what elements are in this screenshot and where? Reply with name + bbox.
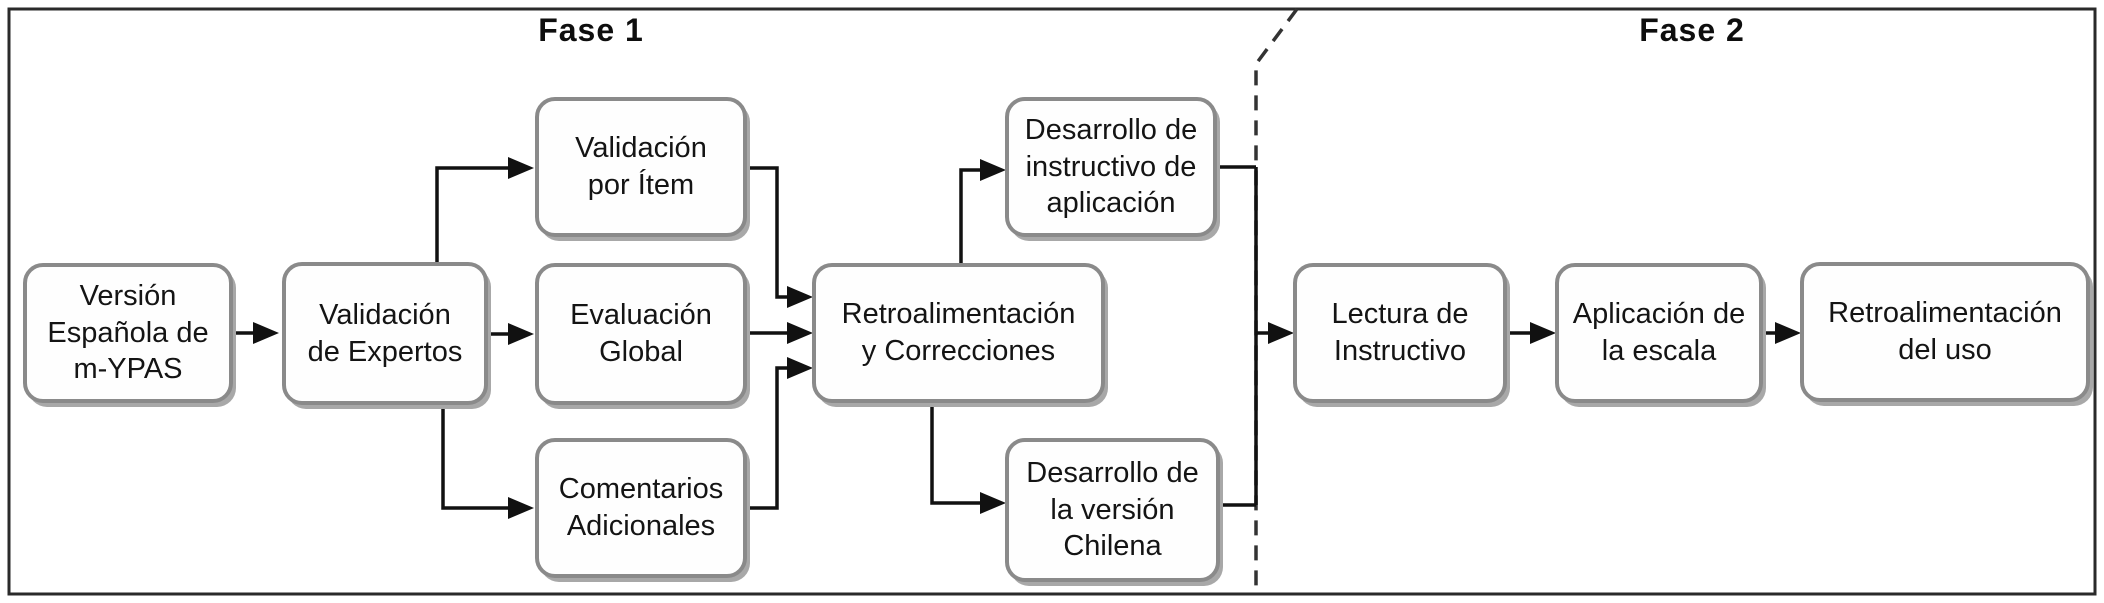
- arrowhead-retroalimentacion-to-instructivo: [980, 159, 1006, 181]
- arrowhead-version-to-expertos: [253, 322, 279, 344]
- node-retroalimentacion-uso: Retroalimentación del uso: [1800, 262, 2090, 402]
- arrowhead-aplicacion-to-uso: [1775, 322, 1801, 344]
- node-desarrollo-instructivo-label: Desarrollo de instructivo de aplicación: [1024, 114, 1198, 220]
- node-retroalimentacion-uso-label: Retroalimentación del uso: [1828, 297, 2062, 366]
- edge-expertos-to-item: [435, 166, 508, 263]
- arrowhead-expertos-to-comentarios: [508, 497, 534, 519]
- arrowhead-expertos-to-global: [508, 323, 534, 345]
- figure-border: [7, 7, 2097, 596]
- edge-retroalimentacion-to-chilena: [930, 403, 980, 505]
- node-comentarios-adicionales: Comentarios Adicionales: [535, 438, 747, 578]
- edge-retroalimentacion-to-instructivo: [959, 168, 980, 263]
- node-desarrollo-version-chilena: Desarrollo de la versión Chilena: [1005, 438, 1220, 582]
- arrowhead-bus-to-lectura: [1268, 322, 1294, 344]
- arrowhead-expertos-to-item: [508, 157, 534, 179]
- node-retroalimentacion-correcciones: Retroalimentación y Correcciones: [812, 263, 1105, 403]
- edge-item-to-retroalimentacion: [747, 166, 787, 299]
- node-aplicacion-escala-label: Aplicación de la escala: [1572, 298, 1746, 367]
- node-evaluacion-global: Evaluación Global: [535, 263, 747, 405]
- phase-divider-dashed-line: [1254, 7, 1299, 592]
- arrowhead-comentarios-to-retroalimentacion: [787, 357, 813, 379]
- arrowhead-retroalimentacion-to-chilena: [980, 492, 1006, 514]
- node-desarrollo-instructivo: Desarrollo de instructivo de aplicación: [1005, 97, 1217, 237]
- node-validacion-item-label: Validación por Ítem: [575, 132, 707, 201]
- node-desarrollo-version-chilena-label: Desarrollo de la versión Chilena: [1026, 457, 1199, 563]
- arrowhead-global-to-retroalimentacion: [787, 322, 813, 344]
- arrowhead-item-to-retroalimentacion: [787, 286, 813, 308]
- node-version-espanola: Versión Española de m-YPAS: [23, 263, 233, 403]
- edge-comentarios-to-retroalimentacion: [747, 366, 787, 510]
- arrowhead-lectura-to-aplicacion: [1530, 322, 1556, 344]
- node-retroalimentacion-correcciones-label: Retroalimentación y Correcciones: [841, 298, 1076, 367]
- node-lectura-instructivo: Lectura de Instructivo: [1293, 263, 1507, 403]
- node-validacion-expertos-label: Validación de Expertos: [307, 298, 463, 368]
- node-version-espanola-label: Versión Española de m-YPAS: [47, 280, 209, 386]
- edge-expertos-to-comentarios: [441, 405, 508, 510]
- node-validacion-item: Validación por Ítem: [535, 97, 747, 237]
- node-comentarios-adicionales-label: Comentarios Adicionales: [558, 473, 724, 542]
- node-aplicacion-escala: Aplicación de la escala: [1555, 263, 1763, 403]
- phase-2-title: Fase 2: [1639, 12, 1745, 48]
- node-evaluacion-global-label: Evaluación Global: [570, 299, 712, 368]
- node-validacion-expertos: Validación de Expertos: [282, 262, 488, 405]
- node-lectura-instructivo-label: Lectura de Instructivo: [1331, 298, 1469, 367]
- phase-1-title: Fase 1: [538, 12, 644, 48]
